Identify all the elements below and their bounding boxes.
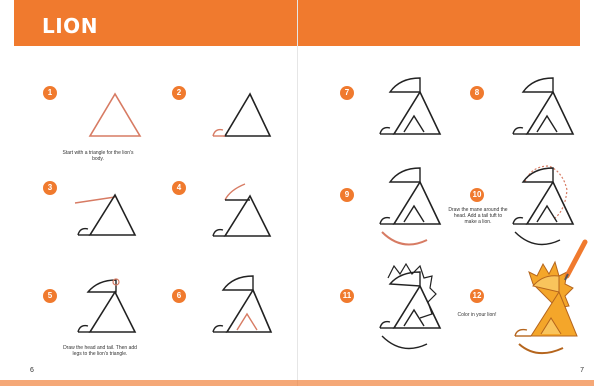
step-11-drawing	[372, 262, 452, 362]
step-10-badge: 10	[470, 188, 484, 202]
step-4-drawing	[205, 178, 275, 244]
step-1-caption: Start with a triangle for the lion's bod…	[58, 150, 138, 162]
step-4-badge: 4	[172, 181, 186, 195]
step-1-badge: 1	[43, 86, 57, 100]
step-12-badge: 12	[470, 289, 484, 303]
step-9-drawing	[372, 162, 447, 257]
step-12-caption: Color in your lion!	[452, 312, 502, 318]
page-title: LION	[42, 14, 98, 38]
step-11-badge: 11	[340, 289, 354, 303]
step-12-drawing	[503, 236, 588, 361]
step-8-drawing	[505, 72, 580, 142]
page-bottom-strip	[0, 380, 594, 386]
step-3-drawing	[70, 185, 140, 245]
step-10-caption: Draw the mane around the head. Add a tai…	[448, 207, 508, 225]
step-5-caption: Draw the head and tail. Then add legs to…	[60, 345, 140, 357]
step-8-badge: 8	[470, 86, 484, 100]
step-7-badge: 7	[340, 86, 354, 100]
left-page-number: 6	[30, 367, 34, 374]
right-page-number: 7	[580, 367, 584, 374]
step-2-badge: 2	[172, 86, 186, 100]
step-2-drawing	[205, 86, 275, 146]
step-6-drawing	[205, 270, 275, 340]
step-5-drawing	[70, 272, 140, 340]
step-7-drawing	[372, 72, 447, 142]
step-5-badge: 5	[43, 289, 57, 303]
step-1-drawing	[85, 86, 145, 146]
step-9-badge: 9	[340, 188, 354, 202]
pencil-icon	[565, 242, 585, 280]
step-6-badge: 6	[172, 289, 186, 303]
step-3-badge: 3	[43, 181, 57, 195]
book-spine	[297, 0, 298, 386]
